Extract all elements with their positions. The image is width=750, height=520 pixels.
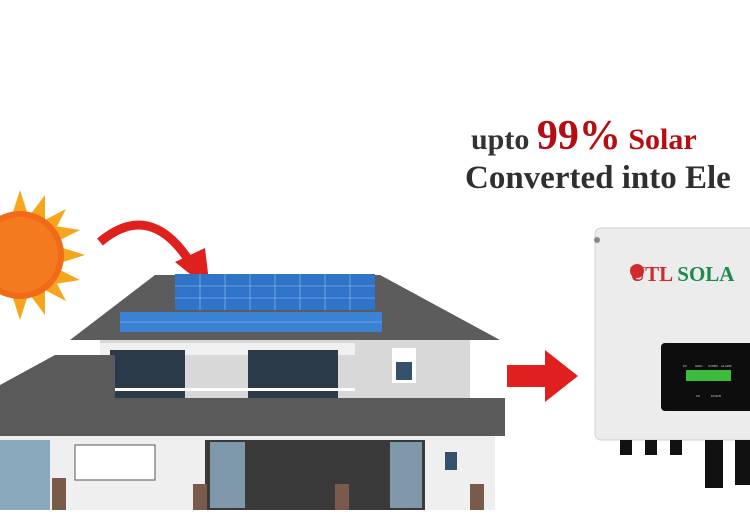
sun-icon (0, 190, 85, 320)
headline-line-1: upto 99% Solar (471, 112, 697, 160)
brand-red-text: UTL (630, 262, 673, 286)
headline-prefix: upto (471, 123, 530, 156)
brand-logo-icon (630, 264, 644, 278)
house-illustration (0, 274, 505, 510)
right-arrow-icon (507, 350, 578, 402)
brand-green-text: SOLA (677, 262, 735, 286)
indicator-comm: COMM (708, 364, 718, 368)
indicator-pv: PV (683, 364, 687, 368)
button-down-label: DOWN (711, 394, 721, 398)
headline-percent: 99% (536, 113, 621, 159)
lcd-screen (686, 370, 731, 381)
headline-highlight: Solar (628, 123, 697, 156)
indicator-alarm: ALARM (721, 364, 732, 368)
indicator-grid: GRID (695, 364, 703, 368)
button-up-label: UP (696, 394, 701, 398)
headline-line-2: Converted into Ele (465, 160, 731, 196)
inverter-brand: UTL SOLA (630, 262, 734, 287)
inverter-illustration (594, 227, 750, 488)
